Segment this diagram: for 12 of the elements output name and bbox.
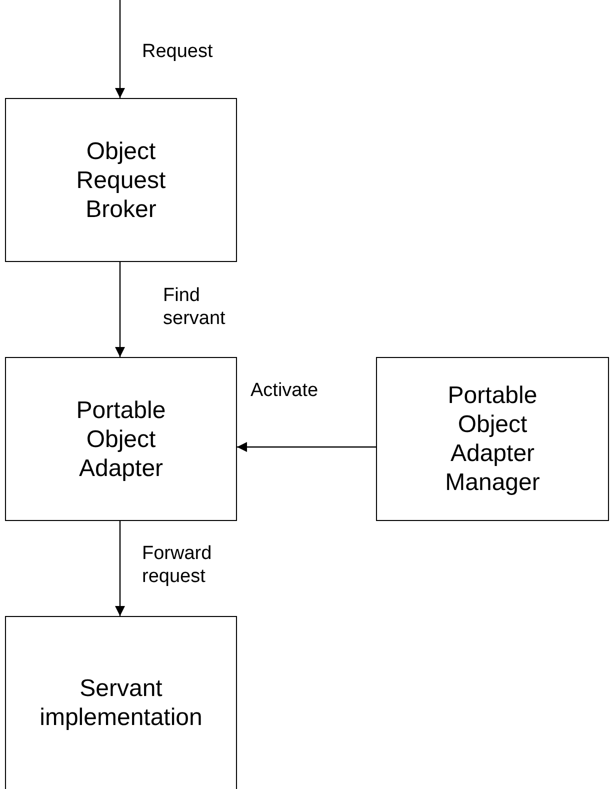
box-label: Portable Object Adapter Manager [444, 381, 541, 497]
box-label: Portable Object Adapter [75, 396, 167, 482]
arrow [115, 0, 125, 98]
process-box [5, 357, 237, 521]
arrow [115, 262, 125, 357]
process-box [376, 357, 609, 521]
box-label: Object Request Broker [75, 136, 167, 224]
box-label: Servant implementation [38, 674, 204, 732]
arrow [115, 521, 125, 616]
process-box [5, 616, 237, 789]
arrow [237, 442, 376, 452]
process-box [5, 98, 237, 262]
